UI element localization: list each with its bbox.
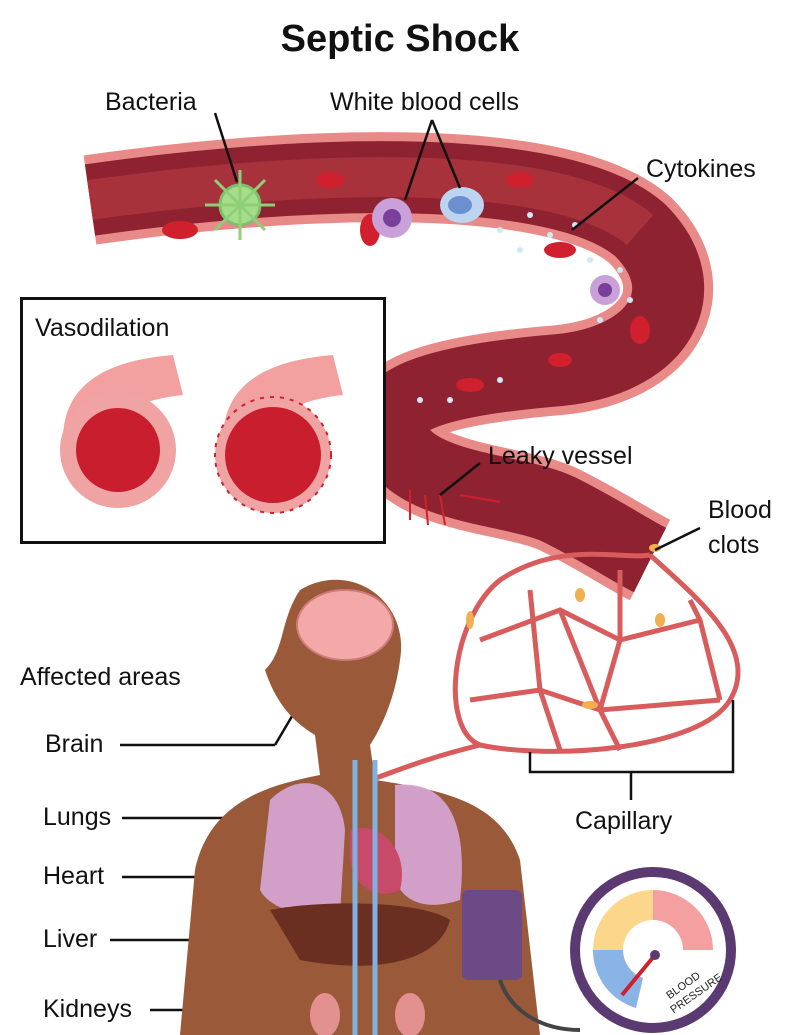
blood-pressure-cuff bbox=[462, 890, 522, 980]
human-figure bbox=[180, 579, 581, 1035]
white-blood-cell-icons bbox=[372, 187, 620, 305]
page-title: Septic Shock bbox=[280, 18, 520, 60]
blood-clots-label-line2: clots bbox=[708, 531, 760, 559]
lungs-label: Lungs bbox=[43, 803, 112, 831]
red-blood-cells bbox=[162, 172, 650, 392]
liver-icon bbox=[270, 903, 450, 966]
vasodilation-illustration bbox=[60, 355, 343, 514]
capillary-label: Capillary bbox=[575, 807, 673, 835]
kidney-right bbox=[395, 993, 425, 1035]
vasodilation-inset: Vasodilation bbox=[20, 297, 386, 544]
lung-right bbox=[395, 784, 462, 905]
brain-label: Brain bbox=[45, 730, 104, 758]
blood-clots-label-line1: Blood bbox=[708, 496, 772, 524]
leaky-vessel-label: Leaky vessel bbox=[488, 442, 633, 470]
kidneys-label: Kidneys bbox=[43, 995, 132, 1023]
bacteria-label: Bacteria bbox=[105, 88, 197, 116]
heart-label: Heart bbox=[43, 862, 105, 890]
affected-areas-heading: Affected areas bbox=[20, 663, 181, 691]
cytokines-label: Cytokines bbox=[646, 155, 756, 183]
brain-icon bbox=[296, 589, 394, 661]
blood-pressure-gauge: BLOOD PRESSURE bbox=[570, 867, 736, 1033]
kidney-left bbox=[310, 993, 340, 1035]
white-blood-cells-label: White blood cells bbox=[330, 88, 519, 116]
cytokine-dots bbox=[417, 212, 633, 403]
liver-label: Liver bbox=[43, 925, 98, 953]
blood-clot-marks bbox=[466, 544, 665, 709]
bacteria-icon bbox=[205, 170, 275, 240]
vasodilation-label: Vasodilation bbox=[35, 314, 170, 342]
leaking-arrows bbox=[409, 490, 501, 526]
lung-left bbox=[260, 783, 345, 917]
capillary-network bbox=[369, 551, 741, 783]
